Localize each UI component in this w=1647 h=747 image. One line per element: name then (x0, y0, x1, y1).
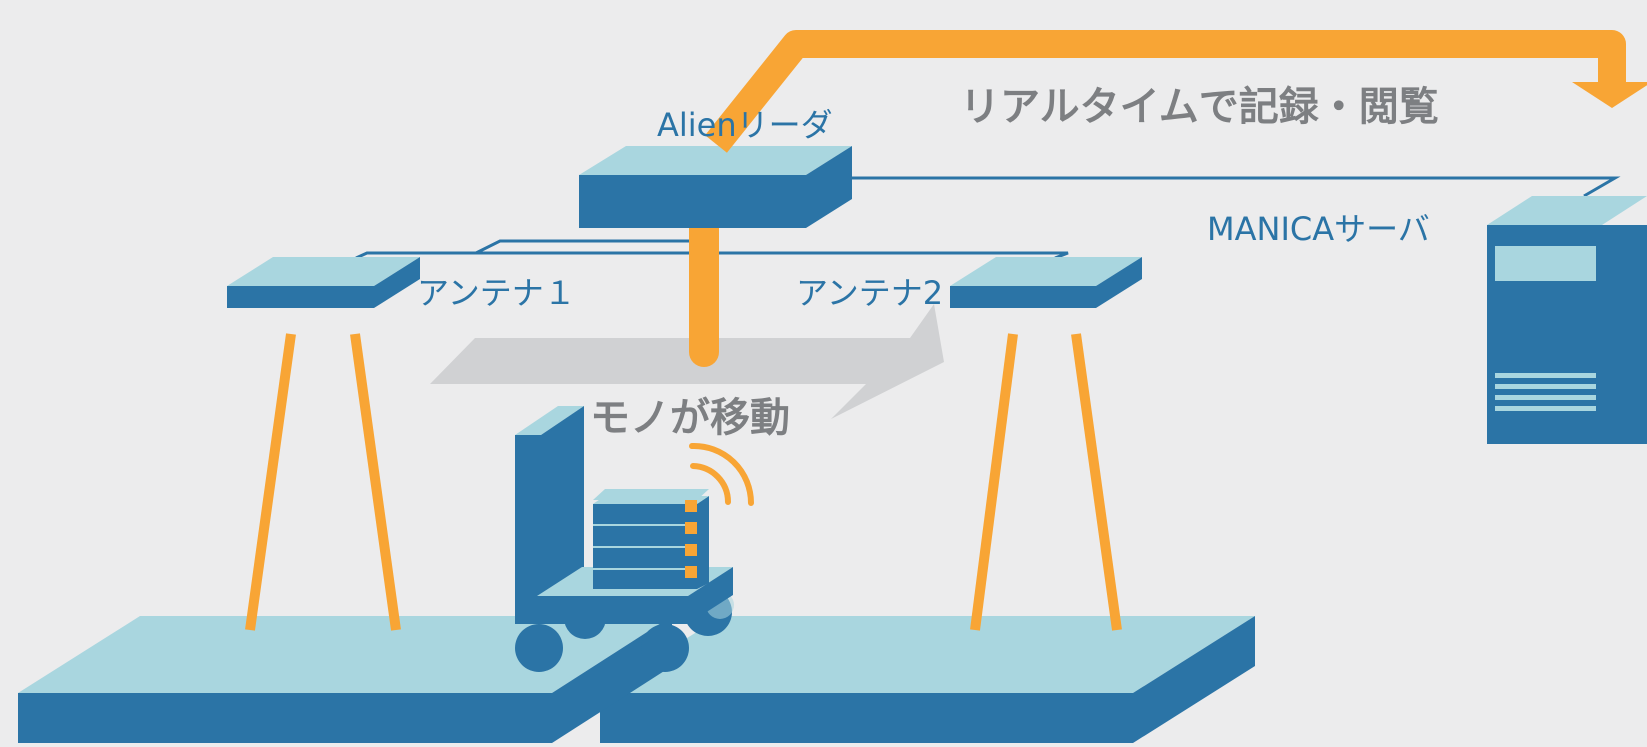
realtime-label: リアルタイムで記録・閲覧 (960, 84, 1439, 130)
moving-label: モノが移動 (590, 395, 790, 441)
antenna-icon (227, 257, 420, 308)
antenna2-label: アンテナ2 (796, 274, 943, 312)
reader-label: Alienリーダ (657, 106, 833, 144)
movement-arrow (430, 304, 944, 419)
realtime-arrow (705, 30, 1647, 153)
reader-device-icon (579, 146, 852, 228)
server-icon (1487, 196, 1647, 444)
antenna2-legs (970, 333, 1122, 631)
antenna1-legs (245, 333, 401, 631)
cart-icon (515, 406, 734, 672)
antenna1-label: アンテナ１ (417, 274, 576, 312)
cargo-boxes (593, 489, 709, 589)
server-label: MANICAサーバ (1207, 210, 1430, 248)
antenna-icon (950, 257, 1142, 308)
floor-icon (18, 616, 1255, 743)
rfid-signal-icon (689, 442, 754, 506)
